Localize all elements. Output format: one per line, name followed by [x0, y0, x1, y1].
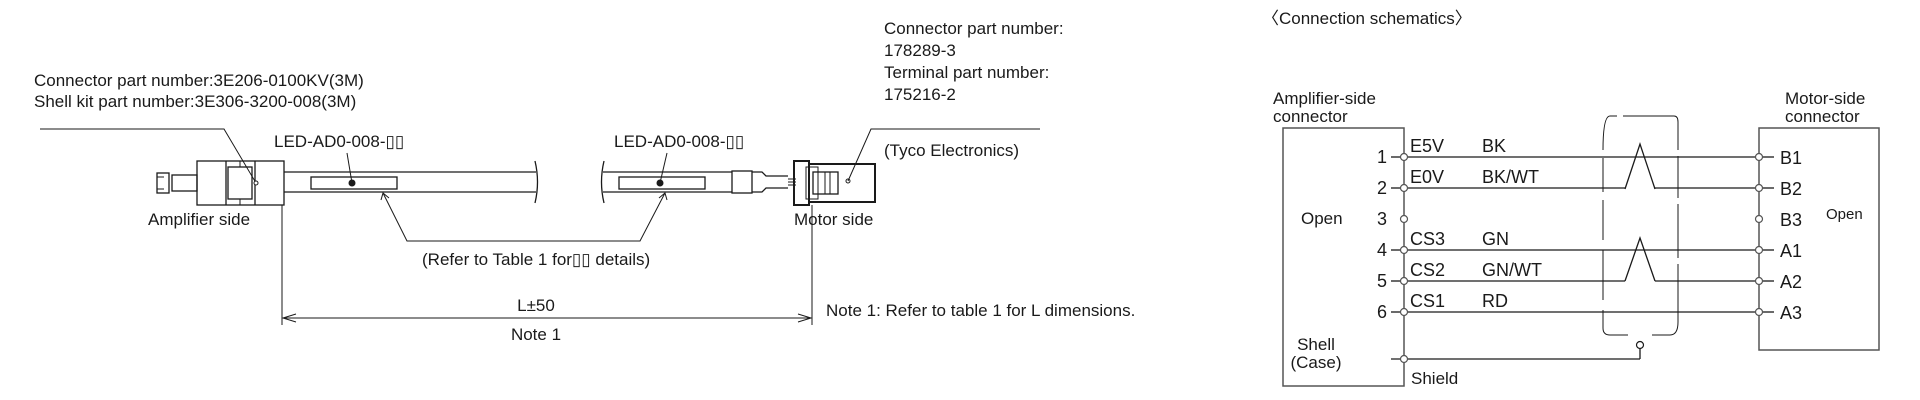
wire-color: GN/WT [1482, 260, 1542, 280]
wire-row: 3 B3 [1377, 209, 1802, 230]
motor-pin-label: A1 [1780, 241, 1802, 261]
motor-connector-maker: (Tyco Electronics) [884, 141, 1019, 160]
motor-connector-header-2: connector [1785, 107, 1860, 126]
shield-label: Shield [1411, 369, 1458, 388]
amp-connector-header-2: connector [1273, 107, 1348, 126]
cable-label-sleeve-right [618, 176, 706, 190]
cable-break-right [600, 160, 605, 204]
amp-pin-terminal [1399, 152, 1409, 162]
shell-label: Shell [1297, 335, 1335, 354]
wire-color: RD [1482, 291, 1508, 311]
wire-signal-name: CS2 [1410, 260, 1445, 280]
twist-pair-1 [1624, 141, 1656, 190]
length-dimension: L±50 [517, 296, 555, 315]
wire-color: BK/WT [1482, 167, 1539, 187]
model-leader-right [659, 152, 668, 184]
amp-connector-part-number: Connector part number:3E206-0100KV(3M) [34, 71, 364, 90]
wire-row: 6 CS1 RD A3 [1377, 291, 1802, 323]
amp-pin-number: 5 [1377, 271, 1387, 291]
wire-row: 5 CS2 GN/WT A2 [1377, 260, 1802, 292]
motor-terminal-part-label: Terminal part number: [884, 63, 1049, 82]
amp-pin-terminal [1399, 307, 1409, 317]
refer-table-note: (Refer to Table 1 for▯▯ details) [422, 250, 650, 269]
amp-pin-terminal [1399, 276, 1409, 286]
motor-pin-label: A2 [1780, 272, 1802, 292]
amp-pin-number: 3 [1377, 209, 1387, 229]
cable-break-left [534, 160, 539, 204]
motor-side-label: Motor side [794, 210, 873, 229]
note-1: Note 1: Refer to table 1 for L dimension… [826, 301, 1135, 320]
wire-color: BK [1482, 136, 1506, 156]
wire-signal-name: E5V [1410, 136, 1444, 156]
wire-row: 4 CS3 GN A1 [1377, 229, 1802, 261]
shell-terminal [1399, 354, 1409, 364]
amp-pin-terminal [1399, 245, 1409, 255]
amp-pin-number: 4 [1377, 240, 1387, 260]
motor-pin-terminal [1754, 183, 1764, 193]
shell-case-label: (Case) [1290, 353, 1341, 372]
model-leader-left [346, 152, 353, 184]
shield-junction [1635, 340, 1645, 350]
amp-connector-box [1282, 127, 1405, 387]
twist-pair-2 [1624, 236, 1656, 282]
motor-pin-label: A3 [1780, 303, 1802, 323]
amp-pin3-open-label: Open [1301, 209, 1343, 228]
motor-connector-part-number: 178289-3 [884, 41, 956, 60]
motor-cable-relief [731, 170, 796, 194]
motor-connector-box [1758, 127, 1880, 351]
cable-label-sleeve-left [310, 176, 398, 190]
dim-arrow-left [281, 313, 297, 323]
connection-schematic: 〈Connection schematics〉 Amplifier-side c… [1262, 9, 1880, 388]
amp-pin-number: 2 [1377, 178, 1387, 198]
schematic-title: 〈Connection schematics〉 [1262, 9, 1472, 28]
amp-pin-terminal [1399, 214, 1409, 224]
wire-signal-name: E0V [1410, 167, 1444, 187]
refer-bracket-line [382, 192, 666, 242]
motor-connector-icon [793, 160, 876, 206]
model-number-left: LED-AD0-008-▯▯ [274, 132, 404, 151]
model-number-right: LED-AD0-008-▯▯ [614, 132, 744, 151]
wire-signal-name: CS1 [1410, 291, 1445, 311]
motor-connector-part-label: Connector part number: [884, 19, 1064, 38]
motor-pin-b3-open-label: Open [1826, 206, 1863, 223]
shield-outline [1602, 115, 1679, 336]
wire-list: 1 E5V BK B1 2 E0V BK/WT B2 3 B3 4 CS3 GN A1 5 CS2 GN/WT A… [1377, 136, 1802, 323]
refer-arrow-right [658, 192, 668, 201]
motor-pin-label: B2 [1780, 179, 1802, 199]
motor-connector-leader [847, 128, 1040, 182]
motor-pin-terminal [1754, 214, 1764, 224]
amp-pin-terminal [1399, 183, 1409, 193]
refer-arrow-left [380, 192, 390, 201]
wire-color: GN [1482, 229, 1509, 249]
motor-pin-label: B1 [1780, 148, 1802, 168]
amp-pin-number: 6 [1377, 302, 1387, 322]
amplifier-side-label: Amplifier side [148, 210, 250, 229]
motor-pin-terminal [1754, 307, 1764, 317]
motor-pin-terminal [1754, 152, 1764, 162]
amp-pin-number: 1 [1377, 147, 1387, 167]
amp-shell-kit-part-number: Shell kit part number:3E306-3200-008(3M) [34, 92, 356, 111]
amp-connector-header: Amplifier-side [1273, 89, 1376, 108]
wire-signal-name: CS3 [1410, 229, 1445, 249]
amp-connector-leader [40, 128, 257, 184]
motor-terminal-part-number: 175216-2 [884, 85, 956, 104]
length-note-ref: Note 1 [511, 325, 561, 344]
cable-drawing: Connector part number:3E206-0100KV(3M) S… [34, 19, 1135, 344]
motor-connector-header: Motor-side [1785, 89, 1865, 108]
amplifier-connector-icon [156, 160, 285, 206]
motor-pin-terminal [1754, 276, 1764, 286]
dim-arrow-right [797, 313, 813, 323]
wire-row: 1 E5V BK B1 [1377, 136, 1802, 168]
motor-pin-terminal [1754, 245, 1764, 255]
wire-row: 2 E0V BK/WT B2 [1377, 167, 1802, 199]
motor-pin-label: B3 [1780, 210, 1802, 230]
